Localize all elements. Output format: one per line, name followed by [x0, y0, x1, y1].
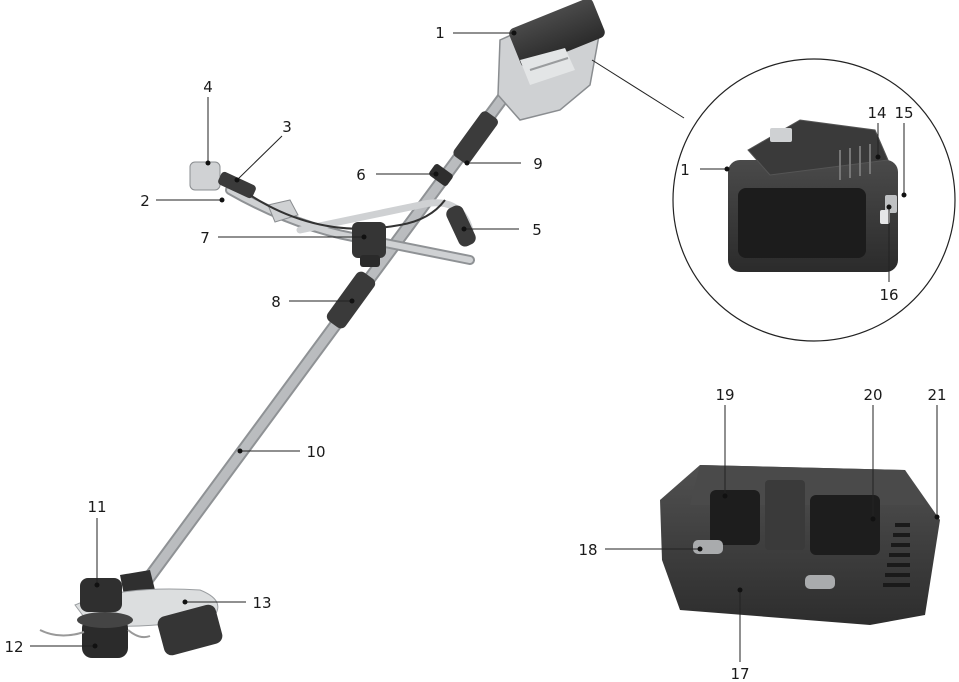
tube-clamp: [429, 164, 453, 186]
part-labels: 1 2 3 4 5 6 7 8 9 10 11 12 13 1 14 15 16…: [4, 24, 946, 682]
motor-housing: [497, 0, 605, 121]
label-6: 6: [356, 166, 366, 184]
label-13: 13: [252, 594, 271, 612]
cutting-head: [39, 570, 223, 658]
label-1-main: 1: [435, 24, 445, 42]
upper-grip: [453, 111, 498, 164]
charger: [660, 465, 940, 625]
battery-inset: [591, 58, 956, 342]
label-15: 15: [894, 104, 913, 122]
label-16: 16: [879, 286, 898, 304]
label-9: 9: [533, 155, 543, 173]
label-20: 20: [863, 386, 882, 404]
label-3: 3: [282, 118, 292, 136]
label-21: 21: [927, 386, 946, 404]
label-14: 14: [867, 104, 886, 122]
label-8: 8: [271, 293, 281, 311]
label-2: 2: [140, 192, 150, 210]
label-19: 19: [715, 386, 734, 404]
label-10: 10: [306, 443, 325, 461]
label-18: 18: [578, 541, 597, 559]
label-12: 12: [4, 638, 23, 656]
handlebar: [189, 161, 476, 267]
leader-lines: [30, 30, 940, 662]
label-7: 7: [200, 229, 210, 247]
label-1-inset: 1: [680, 161, 690, 179]
label-11: 11: [87, 498, 106, 516]
label-4: 4: [203, 78, 213, 96]
label-17: 17: [730, 665, 749, 682]
label-5: 5: [532, 221, 542, 239]
